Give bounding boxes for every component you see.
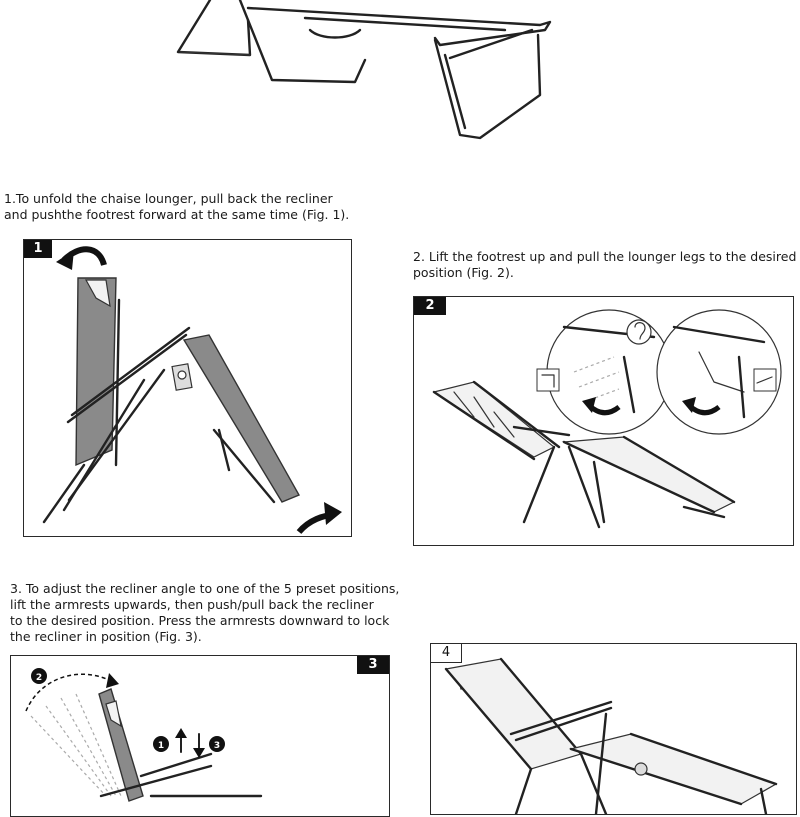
figure-4-panel: 4	[430, 643, 797, 815]
callout-1-label: 1	[158, 741, 164, 751]
step-2-instruction: 2. Lift the footrest up and pull the lou…	[413, 249, 797, 280]
callout-2-label: 2	[36, 673, 42, 683]
figure-3-badge: 3	[357, 656, 389, 674]
figure-4-illustration	[444, 657, 778, 814]
figure-2-illustration	[432, 309, 782, 529]
callout-3-label: 3	[214, 741, 220, 751]
figure-4-badge: 4	[431, 644, 462, 663]
folded-lounger-illustration	[160, 0, 560, 150]
figure-2-panel: 2	[413, 296, 794, 546]
figure-3-panel: 3 2 1 3	[10, 655, 390, 817]
step-1-instruction: 1.To unfold the chaise lounger, pull bac…	[4, 191, 350, 222]
figure-1-badge: 1	[24, 240, 52, 258]
figure-3-illustration: 2 1 3	[25, 668, 263, 802]
figure-1-illustration	[42, 246, 342, 535]
figure-1-panel: 1	[23, 239, 352, 537]
step-3-instruction: 3. To adjust the recliner angle to one o…	[10, 581, 400, 644]
figure-2-badge: 2	[414, 297, 446, 315]
